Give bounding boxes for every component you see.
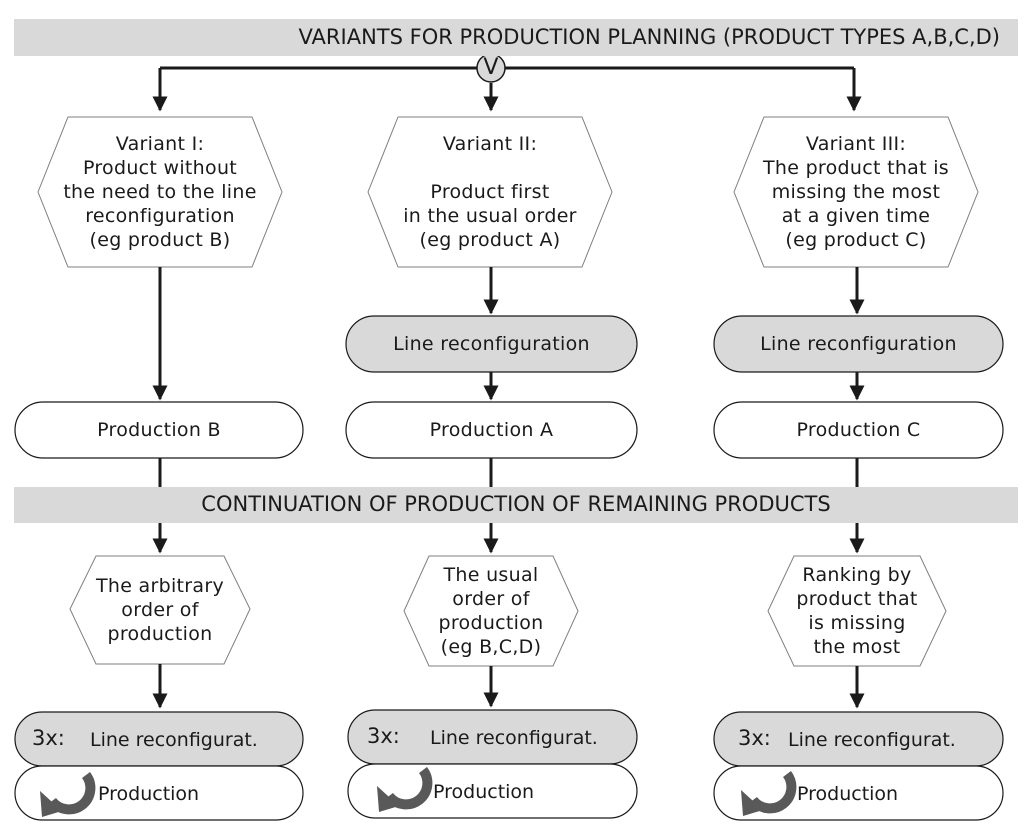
repeat-reconfig-3-label: Line reconfigurat.: [788, 729, 956, 751]
order-2-hexagon: [403, 555, 579, 667]
production-c-label: Production C: [796, 419, 921, 441]
diagram-title: VARIANTS FOR PRODUCTION PLANNING (PRODUC…: [298, 25, 1000, 49]
section-banner: CONTINUATION OF PRODUCTION OF REMAINING …: [14, 487, 1018, 523]
decision-symbol: V: [483, 55, 499, 80]
order-3-hexagon: [767, 555, 947, 667]
order-1-label: The arbitrary order of production: [95, 575, 225, 645]
variant-1-hexagon: [37, 116, 283, 268]
variant-2-label: Variant II: Product first in the usual o…: [403, 133, 577, 251]
repeat-count-3: 3x:: [738, 726, 771, 750]
cycle-arrow-icon-2: [377, 766, 433, 812]
order-2-label: The usual order of production (eg B,C,D): [438, 564, 544, 658]
repeat-count-2: 3x:: [367, 724, 400, 748]
variant-3-hexagon: [733, 116, 979, 268]
variant-3-label: Variant III: The product that is missing…: [763, 133, 949, 251]
variant-1-label: Variant I: Product without the need to t…: [63, 133, 257, 251]
reconfig-3-label: Line reconfiguration: [760, 333, 957, 355]
repeat-production-1-label: Production: [98, 783, 200, 805]
title-banner: VARIANTS FOR PRODUCTION PLANNING (PRODUC…: [14, 19, 1018, 56]
repeat-count-1: 3x:: [32, 726, 65, 750]
production-a-label: Production A: [429, 419, 554, 441]
order-1-hexagon: [69, 555, 251, 665]
section-title: CONTINUATION OF PRODUCTION OF REMAINING …: [201, 492, 831, 516]
repeat-production-2-label: Production: [433, 781, 535, 803]
repeat-reconfig-1-label: Line reconfigurat.: [90, 729, 258, 751]
cycle-arrow-icon-3: [741, 770, 797, 816]
order-3-label: Ranking by product that is missing the m…: [796, 564, 918, 658]
repeat-reconfig-2-label: Line reconfigurat.: [430, 727, 598, 749]
variant-2-hexagon: [367, 116, 613, 268]
reconfig-2-label: Line reconfiguration: [393, 333, 590, 355]
cycle-arrow-icon-1: [40, 771, 96, 817]
repeat-production-3-label: Production: [797, 783, 899, 805]
production-b-label: Production B: [97, 419, 221, 441]
